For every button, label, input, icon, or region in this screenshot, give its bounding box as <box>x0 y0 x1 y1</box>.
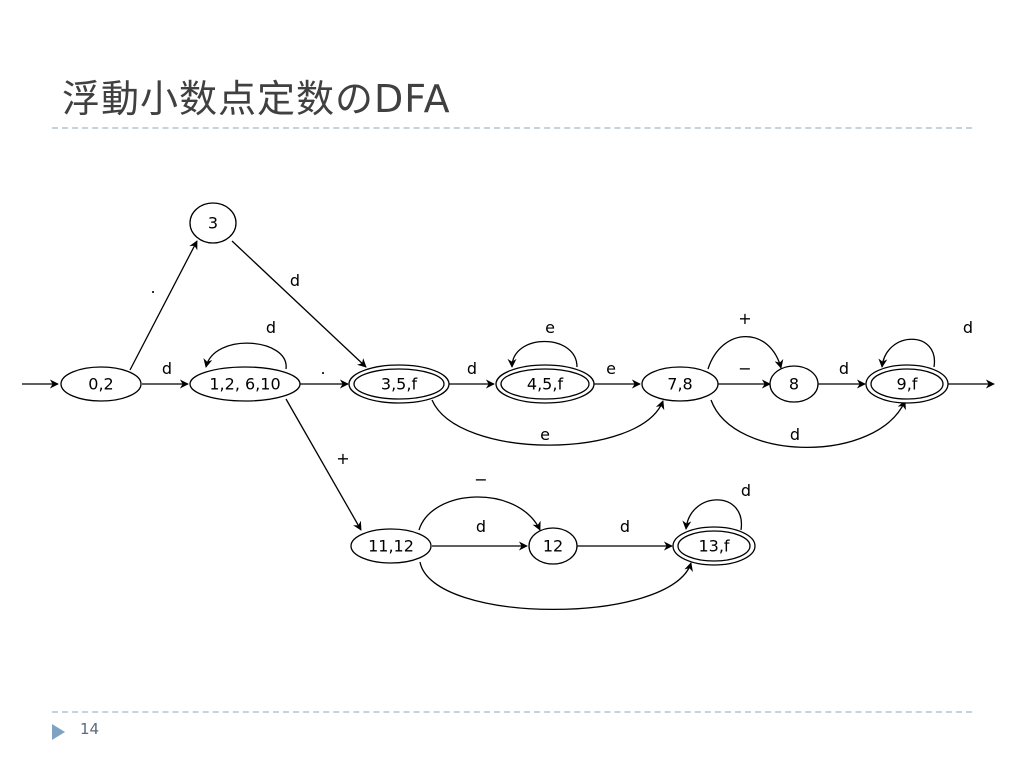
transition-label: . <box>320 359 325 378</box>
title-divider <box>52 127 972 129</box>
state-label: 7,8 <box>667 375 692 394</box>
transition-label: d <box>266 318 276 337</box>
state-label: 13,f <box>698 537 729 556</box>
transition-label: d <box>290 271 300 290</box>
state-label: 11,12 <box>368 537 414 556</box>
states: 0,2 3 1,2, 6,10 3,5,f 4,5,f 7,8 8 <box>60 202 949 566</box>
state-1-2-6-10: 1,2, 6,10 <box>189 366 301 402</box>
state-3: 3 <box>189 202 237 244</box>
edge-45f-self <box>507 340 578 368</box>
slide-title: 浮動小数点定数のDFA <box>62 77 451 121</box>
state-9-f: 9,f <box>865 364 949 404</box>
state-label: 12 <box>543 537 563 556</box>
edge-1112-to-12-plus <box>418 496 541 531</box>
transition-label: d <box>620 517 630 536</box>
transition-label: d <box>162 359 172 378</box>
transition-label: + <box>336 449 349 468</box>
state-11-12: 11,12 <box>350 528 432 564</box>
transition-labels: . d d . d d e e + − d d d e + − d d d <box>150 271 973 536</box>
transition-label: d <box>467 359 477 378</box>
state-3-5-f: 3,5,f <box>348 364 450 404</box>
edge-13f-self <box>682 499 742 531</box>
state-label: 4,5,f <box>527 375 564 394</box>
transition-label: e <box>545 318 555 337</box>
state-label: 3,5,f <box>381 375 418 394</box>
transition-label: . <box>150 278 155 297</box>
transition-label: − <box>738 359 751 378</box>
edge-78-to-9f <box>710 399 906 448</box>
edge-02-to-3 <box>129 240 198 371</box>
state-label: 9,f <box>897 375 918 394</box>
transition-label: d <box>790 425 800 444</box>
edge-35f-to-78 <box>431 399 665 446</box>
state-8: 8 <box>769 365 819 403</box>
transition-label: d <box>476 517 486 536</box>
transition-label: d <box>839 359 849 378</box>
transition-label: d <box>963 318 973 337</box>
transition-label: e <box>540 425 550 444</box>
edge-78-to-8-plus <box>707 335 784 370</box>
state-label: 8 <box>789 375 799 394</box>
edge-3-to-35f <box>231 240 367 368</box>
state-0-2: 0,2 <box>60 366 142 402</box>
transition-label: e <box>606 359 616 378</box>
state-13-f: 13,f <box>672 526 756 566</box>
page-number: 14 <box>80 720 100 738</box>
edge-9f-self <box>878 338 935 368</box>
state-7-8: 7,8 <box>641 366 719 402</box>
transition-label: d <box>741 481 751 500</box>
state-label: 3 <box>208 214 218 233</box>
transition-label: − <box>474 470 487 489</box>
edge-12610-to-1112 <box>285 398 362 531</box>
page-marker-icon <box>52 724 65 740</box>
edge-1112-to-13f <box>419 561 693 611</box>
state-12: 12 <box>528 527 578 565</box>
state-label: 1,2, 6,10 <box>209 375 280 394</box>
edge-12610-self <box>203 342 287 370</box>
state-label: 0,2 <box>88 375 113 394</box>
footer-divider <box>52 711 972 713</box>
state-4-5-f: 4,5,f <box>495 364 595 404</box>
transition-label: + <box>738 309 751 328</box>
transitions <box>22 240 995 611</box>
